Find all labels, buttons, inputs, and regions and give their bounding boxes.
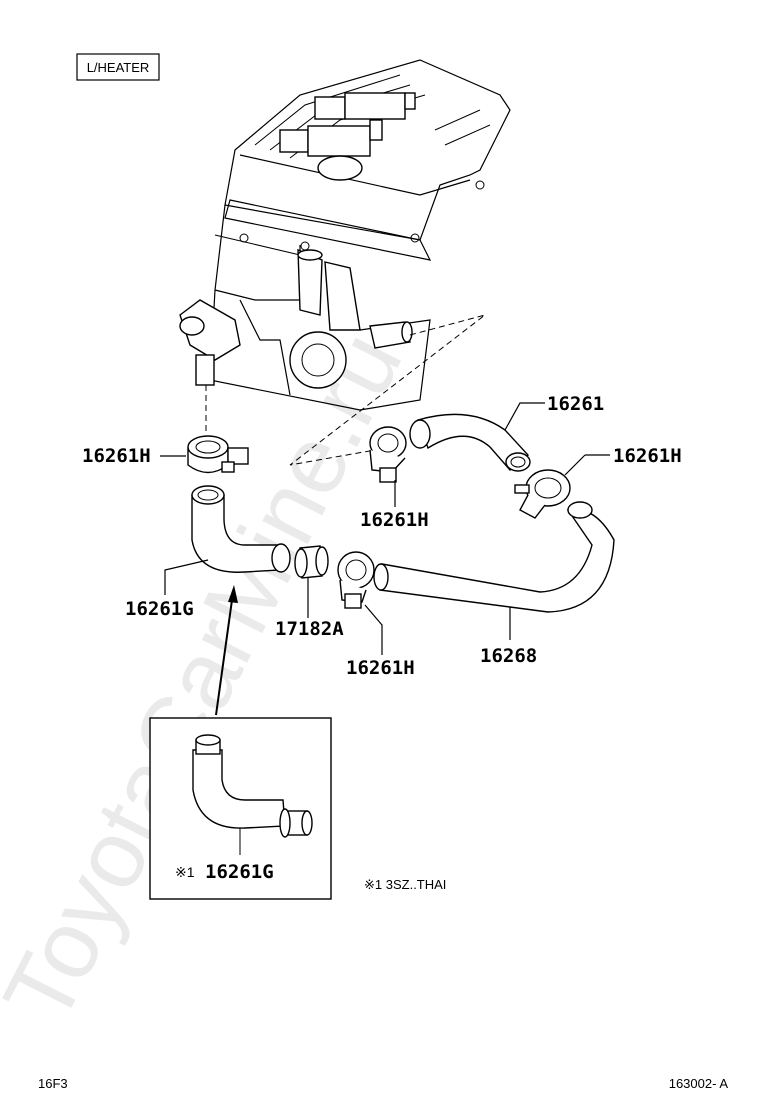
label-16261h-right: 16261H bbox=[613, 445, 682, 467]
inset-label-16261g: 16261G bbox=[205, 861, 274, 883]
inset-box: ※1 16261G bbox=[149, 717, 332, 900]
leader-lines bbox=[160, 402, 610, 655]
hose-16268 bbox=[373, 501, 615, 613]
clamp-16261h-left bbox=[187, 435, 249, 474]
footnote: ※1 3SZ..THAI bbox=[364, 877, 446, 892]
label-16261h-left: 16261H bbox=[82, 445, 151, 467]
header-tag: L/HEATER bbox=[76, 53, 160, 81]
inset-mark: ※1 bbox=[175, 864, 195, 880]
hose-16261 bbox=[409, 413, 531, 472]
label-16268: 16268 bbox=[480, 645, 537, 667]
clamp-16261h-right bbox=[514, 469, 571, 519]
footer-left: 16F3 bbox=[38, 1076, 68, 1091]
engine-illustration bbox=[179, 59, 511, 411]
hose-16261g bbox=[191, 485, 291, 573]
label-16261: 16261 bbox=[547, 393, 604, 415]
label-16261h-low: 16261H bbox=[346, 657, 415, 679]
label-16261h-mid: 16261H bbox=[360, 509, 429, 531]
footer-right: 163002- A bbox=[669, 1076, 729, 1091]
label-17182a: 17182A bbox=[275, 618, 344, 640]
clamp-16261h-mid bbox=[369, 426, 407, 483]
header-tag-text: L/HEATER bbox=[87, 60, 150, 75]
inset-arrow bbox=[215, 585, 238, 716]
label-16261g: 16261G bbox=[125, 598, 194, 620]
clamp-16261h-low bbox=[337, 551, 375, 609]
guide-lines bbox=[205, 314, 486, 466]
pipe-17182a bbox=[294, 545, 329, 579]
